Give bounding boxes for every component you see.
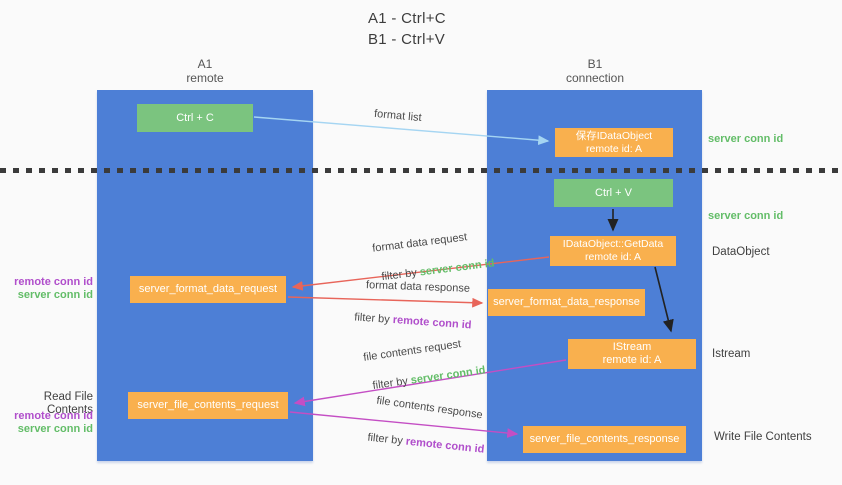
- server-file-contents-response-node: server_file_contents_response: [523, 426, 686, 453]
- istream-annotation: Istream: [712, 348, 751, 360]
- filter-by-text: filter by: [353, 311, 394, 327]
- getdata-line2: remote id: A: [584, 251, 642, 263]
- remote-conn-id-key: remote conn id: [405, 435, 485, 456]
- write-file-contents-annotation: Write File Contents: [714, 431, 812, 443]
- lane-b1-role: connection: [565, 71, 625, 85]
- filter-by-text: filter by: [371, 374, 412, 393]
- lane-b1-name: B1: [587, 57, 603, 71]
- file-request-conn-id-annotations: remote conn id server conn id: [0, 410, 93, 436]
- lane-header-b1: B1 connection: [535, 57, 655, 85]
- ctrl-c-node: Ctrl + C: [137, 104, 253, 132]
- file-contents-response-filter-label: filter by remote conn id: [353, 418, 486, 467]
- ctrl-v-label: Ctrl + V: [595, 186, 632, 199]
- remote-conn-id-annotation: remote conn id: [14, 276, 93, 288]
- server-conn-id-annotation: server conn id: [17, 289, 93, 301]
- format-request-label: server_format_data_request: [138, 283, 278, 295]
- lane-header-a1: A1 remote: [145, 57, 265, 85]
- title-line-2: B1 - Ctrl+V: [368, 31, 446, 48]
- istream-line1: IStream: [612, 341, 652, 353]
- server-conn-id-key: server conn id: [419, 257, 496, 279]
- server-conn-id-annotation-top: server conn id: [708, 133, 784, 145]
- dotted-divider-line: [0, 168, 842, 173]
- idataobject-getdata-node: IDataObject::GetData remote id: A: [550, 236, 676, 266]
- istream-line2: remote id: A: [602, 354, 662, 366]
- file-contents-response-label: file contents response: [375, 394, 484, 422]
- read-file-contents-annotation: Read File Contents: [43, 391, 93, 416]
- server-conn-id-annotation: server conn id: [17, 423, 93, 435]
- filter-by-text: filter by: [366, 431, 407, 448]
- diagram-title: A1 - Ctrl+C B1 - Ctrl+V: [368, 8, 446, 50]
- remote-conn-id-annotation: remote conn id: [14, 410, 93, 422]
- lane-a1-name: A1: [197, 57, 213, 71]
- server-format-data-request-node: server_format_data_request: [130, 276, 286, 303]
- ctrl-v-node: Ctrl + V: [554, 179, 673, 207]
- server-conn-id-key: server conn id: [410, 364, 487, 387]
- getdata-line1: IDataObject::GetData: [562, 238, 664, 250]
- format-data-response-filter-label: filter by remote conn id: [341, 299, 473, 344]
- title-line-1: A1 - Ctrl+C: [368, 10, 446, 27]
- format-response-label: server_format_data_response: [493, 296, 640, 308]
- server-conn-id-annotation-mid: server conn id: [708, 210, 784, 222]
- istream-node: IStream remote id: A: [568, 339, 696, 369]
- file-request-label: server_file_contents_request: [137, 399, 279, 411]
- save-idataobject-line1: 保存IDataObject: [575, 129, 653, 142]
- save-idataobject-node: 保存IDataObject remote id: A: [555, 128, 673, 157]
- dataobject-annotation: DataObject: [712, 246, 770, 258]
- server-format-data-response-node: server_format_data_response: [488, 289, 645, 316]
- server-file-contents-request-node: server_file_contents_request: [128, 392, 288, 419]
- format-request-conn-id-annotations: remote conn id server conn id: [0, 276, 93, 302]
- ctrl-c-label: Ctrl + C: [176, 111, 214, 124]
- lane-a1-role: remote: [186, 71, 224, 85]
- save-idataobject-line2: remote id: A: [585, 142, 643, 155]
- file-response-label: server_file_contents_response: [529, 433, 680, 445]
- remote-conn-id-key: remote conn id: [392, 314, 472, 332]
- format-list-label: format list: [373, 107, 423, 125]
